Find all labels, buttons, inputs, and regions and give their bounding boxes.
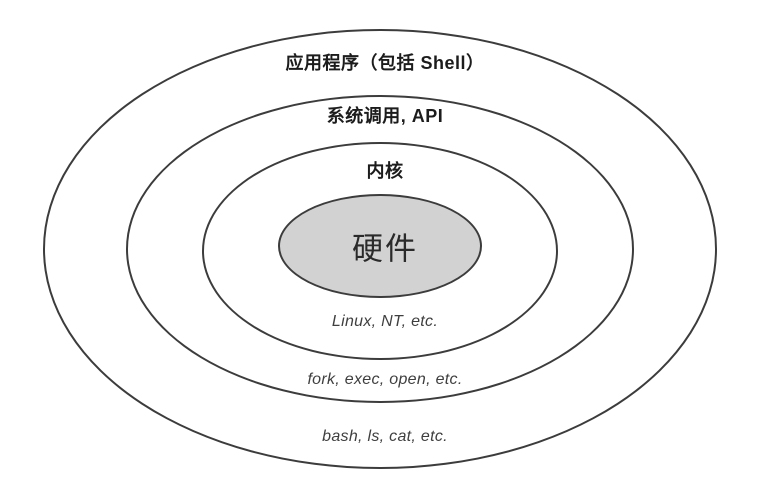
system-calls-examples-label: fork, exec, open, etc. [307, 371, 463, 388]
kernel-layer-label: 内核 [366, 161, 404, 181]
system-calls-layer-label: 系统调用, API [326, 106, 444, 126]
applications-layer-label: 应用程序（包括 Shell） [285, 53, 485, 73]
hardware-layer-label: 硬件 [352, 231, 418, 267]
applications-examples-label: bash, ls, cat, etc. [322, 428, 448, 445]
hardware-layer-ellipse [278, 194, 482, 298]
kernel-examples-label: Linux, NT, etc. [331, 313, 439, 330]
